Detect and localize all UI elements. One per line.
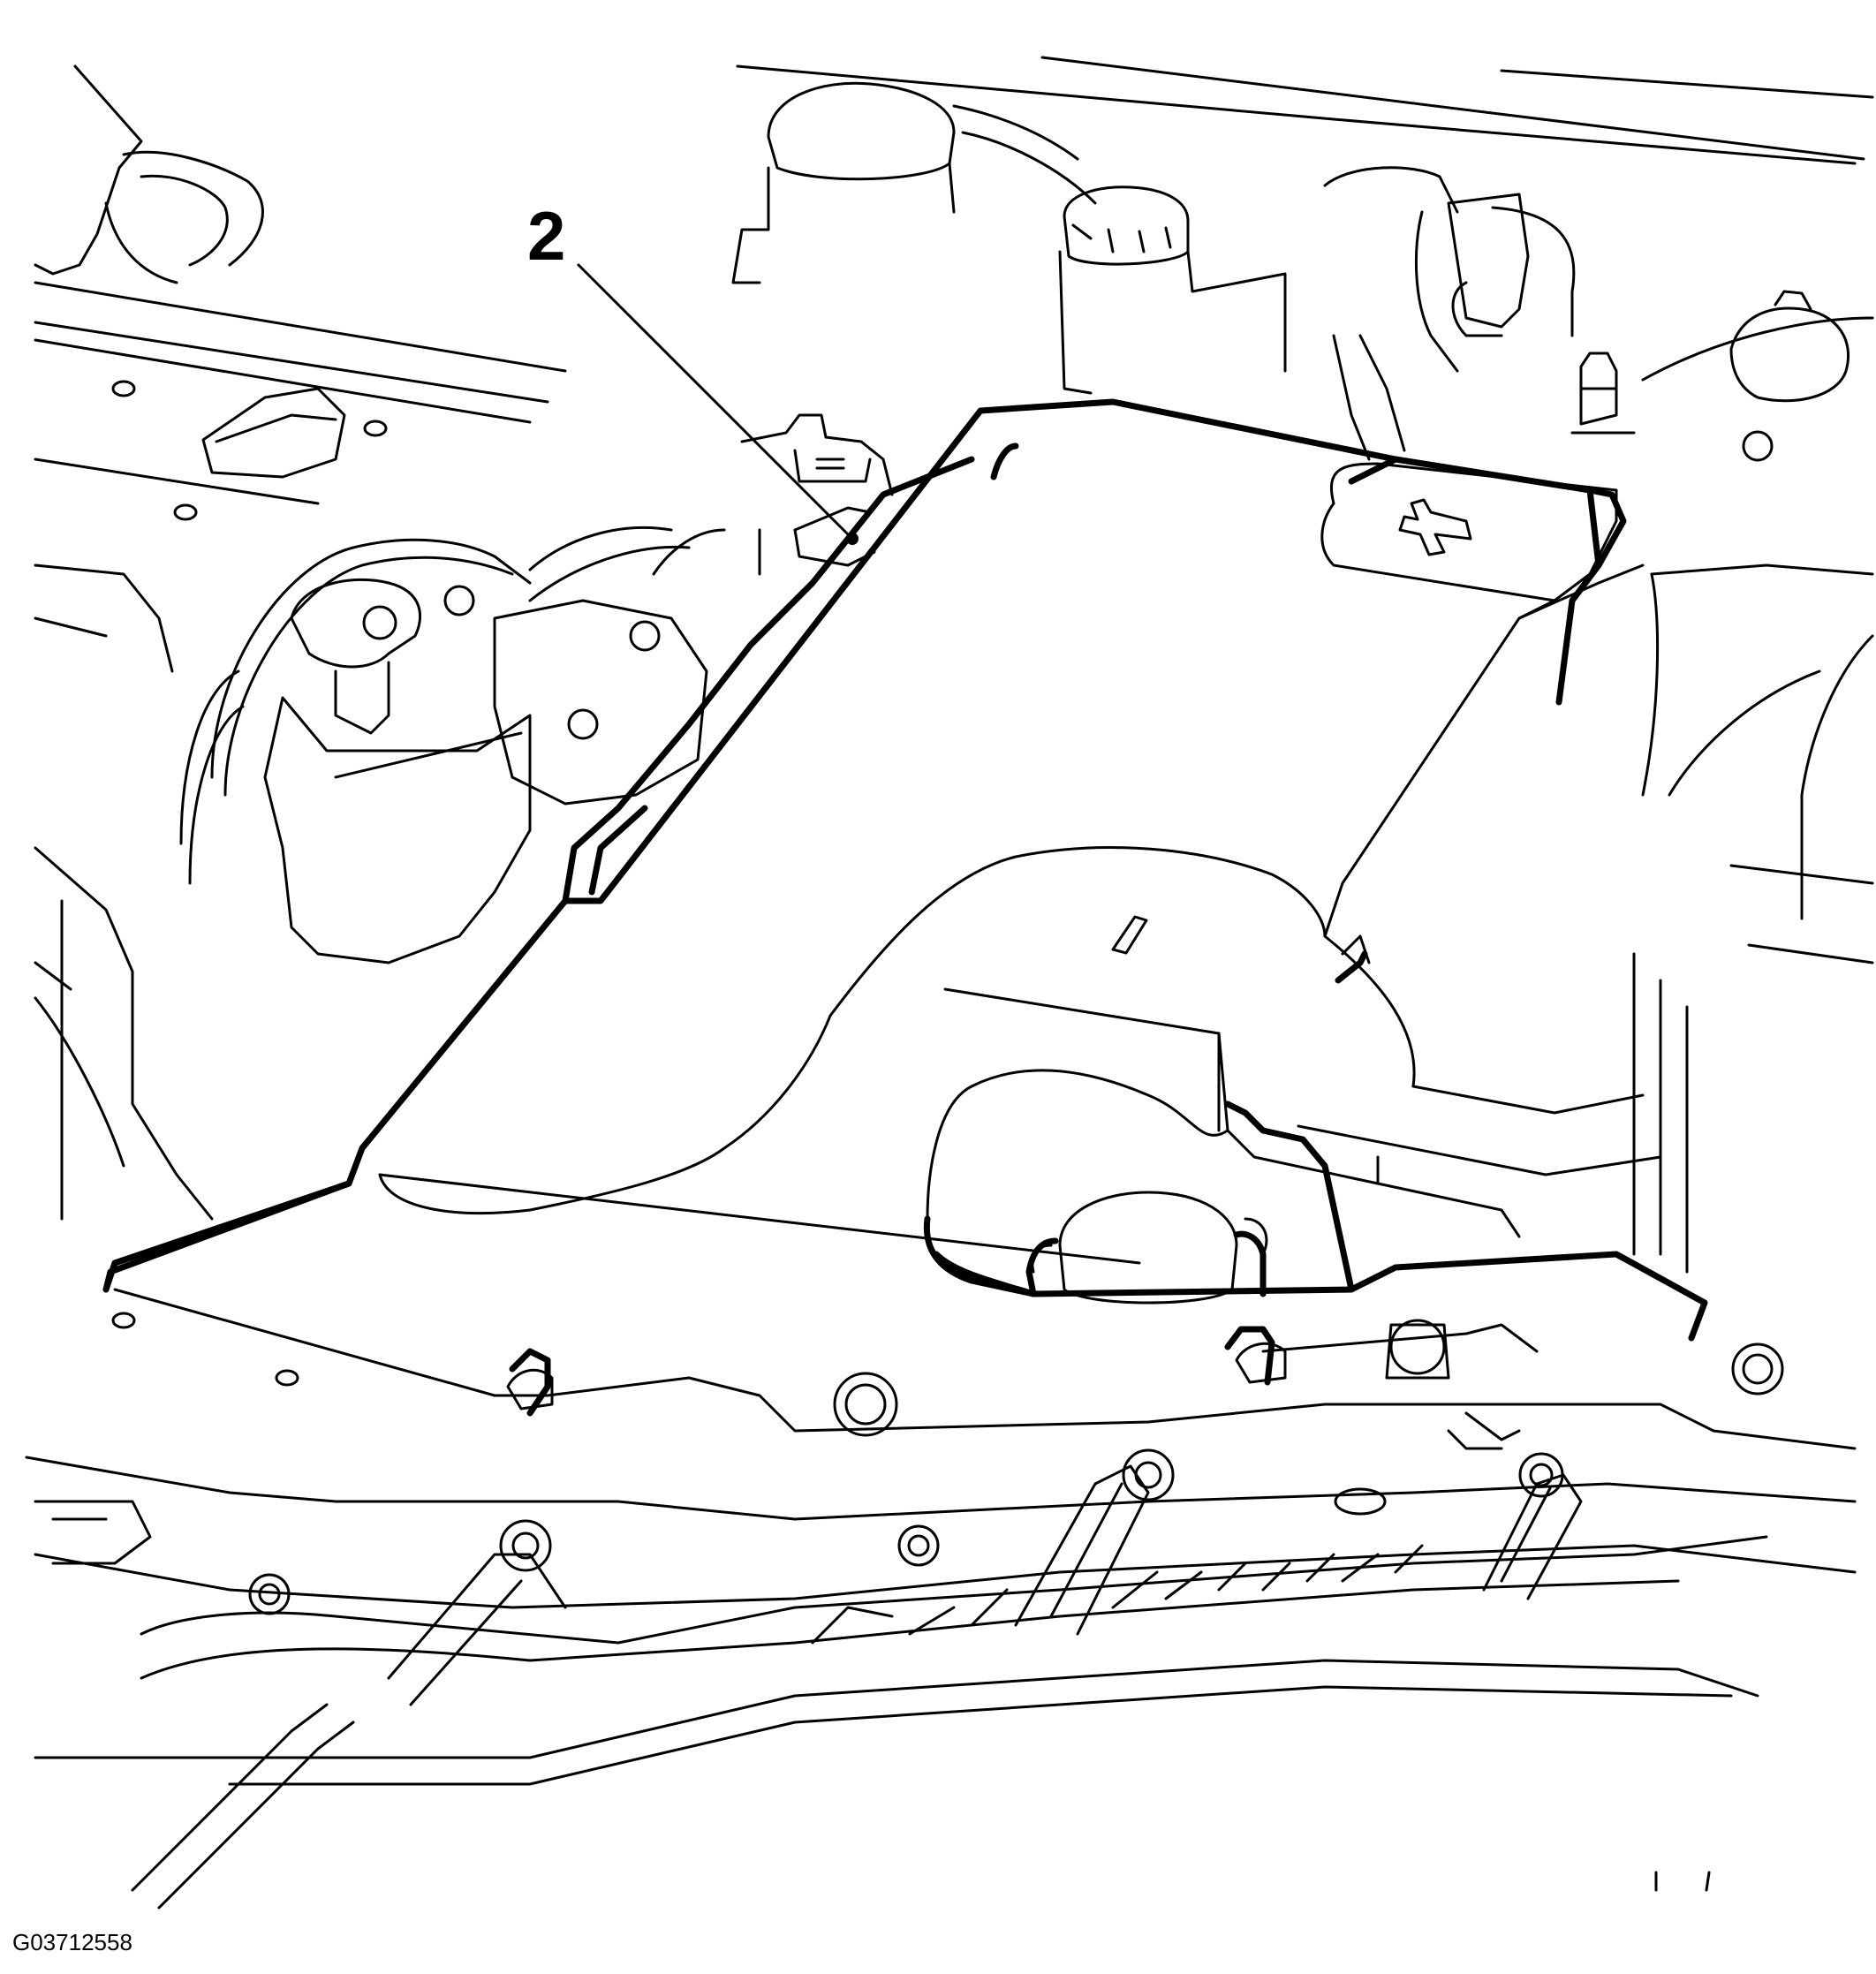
- positive-terminal-mark: [1398, 498, 1472, 556]
- battery-cover: [102, 398, 1708, 1417]
- engine-bay-background: [25, 56, 1874, 1910]
- callout-2-leader: [577, 263, 859, 545]
- callout-2-label: 2: [527, 197, 566, 275]
- figure-id: G03712558: [12, 1929, 132, 1955]
- negative-terminal-mark: [1111, 915, 1148, 955]
- bolt-group: [248, 1319, 1564, 1615]
